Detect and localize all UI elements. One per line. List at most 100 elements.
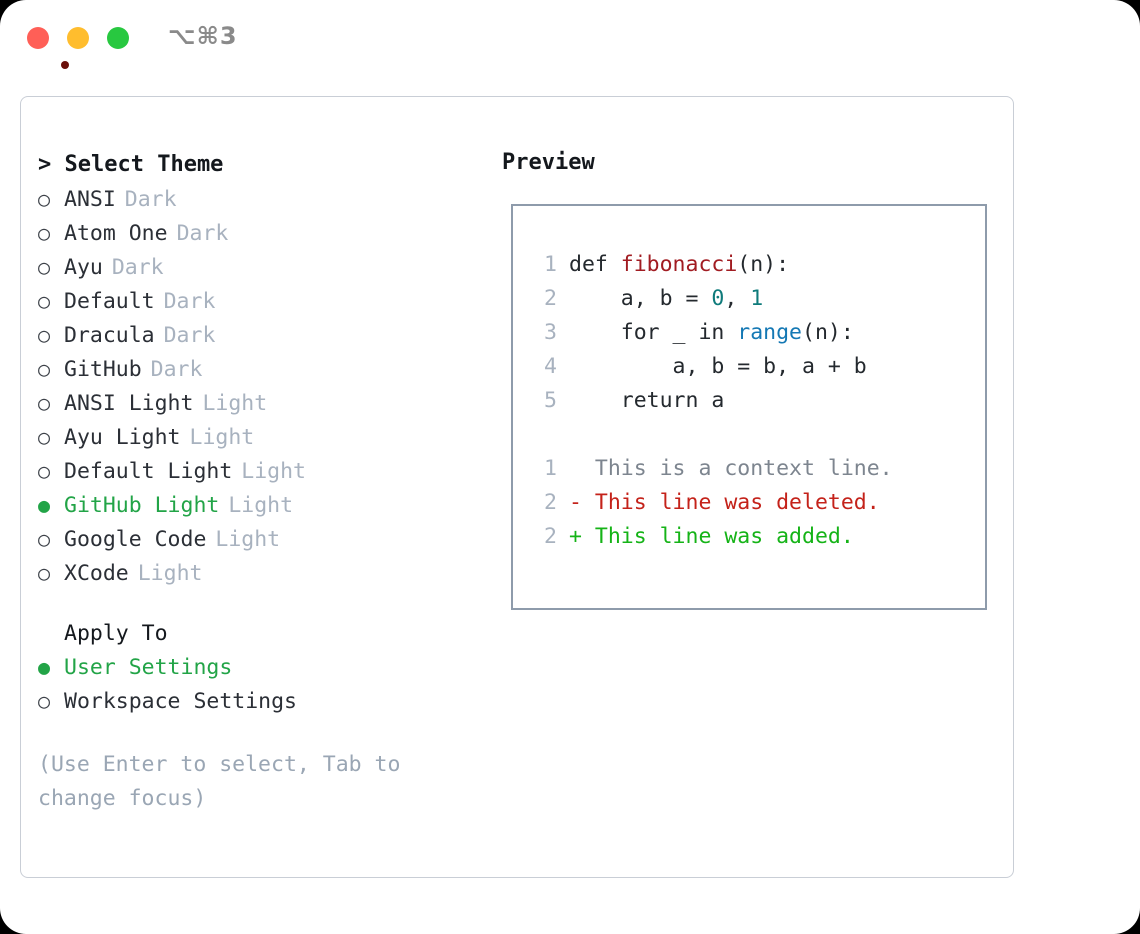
diff-line: 2 + This line was added. <box>531 520 893 554</box>
code-token: a, b = b, a + b <box>569 354 867 379</box>
code-token: def <box>569 252 621 277</box>
keyboard-hint-text: (Use Enter to select, Tab to change focu… <box>38 752 401 811</box>
theme-variant-tag: Light <box>189 425 255 450</box>
code-line: 4 a, b = b, a + b <box>531 350 893 384</box>
diff-sign: + <box>569 524 582 549</box>
radio-unselected-icon: ○ <box>38 391 51 415</box>
apply-to-heading-indent: ○ <box>38 616 64 650</box>
keyboard-shortcut-label: ⌥⌘3 <box>168 22 238 50</box>
theme-list-item[interactable]: ○ Atom One Dark <box>38 216 478 250</box>
theme-variant-tag: Light <box>215 527 281 552</box>
theme-variant-tag: Light <box>228 493 294 518</box>
theme-list-item[interactable]: ○ ANSI Light Light <box>38 386 478 420</box>
radio-unselected-icon: ○ <box>38 459 51 483</box>
diff-line-number: 1 <box>544 456 557 481</box>
theme-variant-tag: Dark <box>124 187 177 212</box>
code-token: a, b = <box>569 286 712 311</box>
theme-variant-tag: Light <box>137 561 203 586</box>
code-line: 1 def fibonacci(n): <box>531 248 893 282</box>
code-line-number: 2 <box>544 286 557 311</box>
theme-name: GitHub Light <box>64 493 220 518</box>
theme-variant-tag: Light <box>241 459 307 484</box>
theme-name: XCode <box>64 561 129 586</box>
radio-unselected-icon: ○ <box>38 255 51 279</box>
minimize-window-button[interactable] <box>67 27 89 49</box>
theme-name: Ayu <box>64 255 103 280</box>
radio-unselected-icon: ○ <box>38 289 51 313</box>
apply-to-option-label: User Settings <box>64 655 233 680</box>
theme-name: Dracula <box>64 323 155 348</box>
apply-to-list[interactable]: ● User Settings ○ Workspace Settings <box>38 650 478 718</box>
theme-variant-tag: Dark <box>176 221 229 246</box>
theme-name: Default Light <box>64 459 233 484</box>
apply-to-option[interactable]: ● User Settings <box>38 650 478 684</box>
radio-selected-icon: ● <box>38 655 51 679</box>
code-line: 2 a, b = 0, 1 <box>531 282 893 316</box>
code-token: 0 <box>711 286 725 311</box>
radio-unselected-icon: ○ <box>38 689 51 713</box>
code-line-number: 4 <box>544 354 557 379</box>
select-theme-heading: > Select Theme <box>38 152 224 177</box>
theme-variant-tag: Dark <box>150 357 203 382</box>
diff-line-number: 2 <box>544 524 557 549</box>
theme-list-item[interactable]: ○ ANSI Dark <box>38 182 478 216</box>
theme-list-item[interactable]: ○ Google Code Light <box>38 522 478 556</box>
radio-unselected-icon: ○ <box>38 323 51 347</box>
apply-to-heading: ○Apply To <box>38 616 478 650</box>
preview-heading: Preview <box>502 150 595 175</box>
theme-list-item[interactable]: ● GitHub Light Light <box>38 488 478 522</box>
radio-unselected-icon: ○ <box>38 187 51 211</box>
radio-unselected-icon: ○ <box>38 425 51 449</box>
diff-sign: - <box>569 490 582 515</box>
code-token: 1 <box>750 286 764 311</box>
theme-list-item[interactable]: ○ Dracula Dark <box>38 318 478 352</box>
radio-unselected-icon: ○ <box>38 221 51 245</box>
theme-variant-tag: Dark <box>111 255 164 280</box>
theme-name: Ayu Light <box>64 425 181 450</box>
theme-name: Google Code <box>64 527 207 552</box>
theme-list-item[interactable]: ○ Ayu Dark <box>38 250 478 284</box>
code-line-number: 1 <box>544 252 557 277</box>
apply-to-heading-label: Apply To <box>64 621 168 646</box>
maximize-window-button[interactable] <box>107 27 129 49</box>
code-token: , <box>724 286 751 311</box>
diff-sign <box>569 456 582 481</box>
code-token: (n): <box>802 320 854 345</box>
code-line: 5 return a <box>531 384 893 418</box>
theme-name: Default <box>64 289 155 314</box>
theme-variant-tag: Light <box>202 391 268 416</box>
code-line: 3 for _ in range(n): <box>531 316 893 350</box>
apply-to-option-label: Workspace Settings <box>64 689 297 714</box>
theme-list-item[interactable]: ○ Ayu Light Light <box>38 420 478 454</box>
theme-list-item[interactable]: ○ Default Light Light <box>38 454 478 488</box>
diff-text: This is a context line. <box>581 456 893 481</box>
diff-text: This line was added. <box>581 524 854 549</box>
preview-spacer <box>531 418 893 452</box>
diff-text: This line was deleted. <box>581 490 880 515</box>
radio-selected-icon: ● <box>38 493 51 517</box>
close-window-button[interactable] <box>27 27 69 69</box>
code-token: fibonacci <box>620 252 738 277</box>
theme-name: Atom One <box>64 221 168 246</box>
title-bar: ⌥⌘3 <box>0 0 1140 78</box>
theme-name: ANSI <box>64 187 116 212</box>
apply-to-option[interactable]: ○ Workspace Settings <box>38 684 478 718</box>
code-token: (n): <box>737 252 790 277</box>
code-line-number: 3 <box>544 320 557 345</box>
theme-name: ANSI Light <box>64 391 194 416</box>
radio-unselected-icon: ○ <box>38 527 51 551</box>
radio-unselected-icon: ○ <box>38 357 51 381</box>
diff-line-number: 2 <box>544 490 557 515</box>
code-line-number: 5 <box>544 388 557 413</box>
theme-variant-tag: Dark <box>163 323 216 348</box>
code-token: range <box>737 320 803 345</box>
